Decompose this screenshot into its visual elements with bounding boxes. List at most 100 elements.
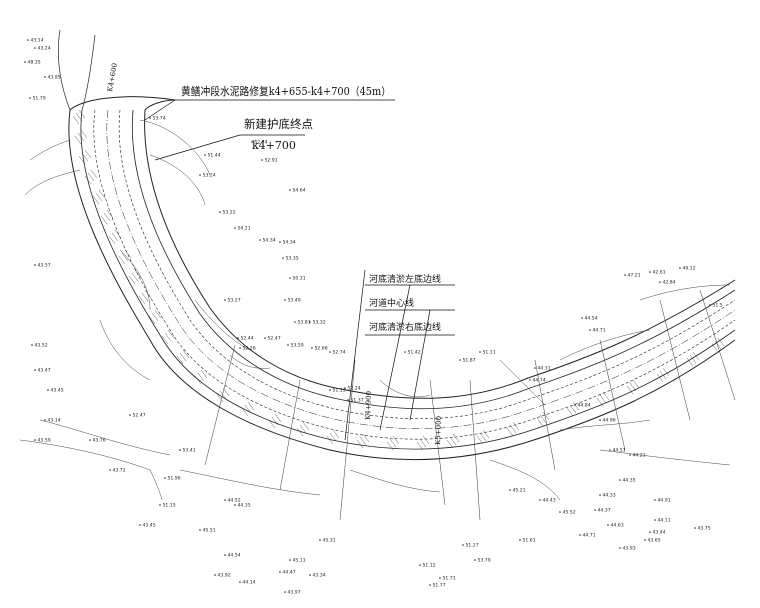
elevation-point-value: 52.24 <box>348 386 361 392</box>
elevation-point-marker <box>44 76 46 78</box>
hatch-mark <box>389 438 397 448</box>
hatch-mark <box>141 292 149 302</box>
hatch-mark <box>686 357 694 367</box>
hatch-mark <box>241 407 249 417</box>
elevation-point-marker <box>649 271 651 273</box>
elevation-point-marker <box>34 439 36 441</box>
hatch-mark <box>138 295 146 305</box>
hatch-mark <box>539 414 547 424</box>
elevation-point-value: 51.96 <box>168 476 181 482</box>
elevation-point-value: 51.87 <box>463 358 476 364</box>
hatch-mark <box>632 379 640 389</box>
hatch-mark <box>452 433 460 443</box>
legend-center-line: 河道中心线 <box>369 297 414 309</box>
elevation-point-value: 51.15 <box>163 503 176 509</box>
hatch-mark <box>572 401 580 411</box>
elevation-point-marker <box>34 369 36 371</box>
elevation-point-marker <box>539 499 541 501</box>
hatch-mark <box>92 195 100 205</box>
elevation-point-value: 43.47 <box>38 368 51 374</box>
elevation-point-value: 43.34 <box>313 573 326 579</box>
elevation-point-marker <box>607 524 609 526</box>
elevation-point-marker <box>311 347 313 349</box>
elevation-point-value: 43.14 <box>31 38 44 44</box>
elevation-point-marker <box>344 387 346 389</box>
elevation-point-marker <box>129 414 131 416</box>
elevation-point-value: 50.31 <box>293 276 306 282</box>
elevation-point-value: 43.97 <box>288 590 301 596</box>
river-bottom-right-line <box>118 109 736 420</box>
hatch-mark <box>392 435 400 445</box>
elevation-point-marker <box>654 519 656 521</box>
hatch-mark <box>626 385 634 395</box>
bank-line-outer-right <box>144 109 736 399</box>
elevation-point-marker <box>429 584 431 586</box>
elevation-point-marker <box>404 351 406 353</box>
elevation-point-value: 43.76 <box>93 438 106 444</box>
hatch-mark <box>271 416 279 426</box>
elevation-point-value: 43.92 <box>218 573 231 579</box>
elevation-point-value: 45.11 <box>293 558 306 564</box>
leader-lines <box>144 99 455 441</box>
hatch-mark <box>114 229 122 239</box>
elevation-point-marker <box>89 439 91 441</box>
elevation-point-marker <box>599 494 601 496</box>
elevation-point-value: 51.71 <box>443 576 456 582</box>
bank-line-left <box>80 109 736 450</box>
hatch-mark <box>111 232 119 242</box>
elevation-point-marker <box>309 574 311 576</box>
hatch-mark <box>596 397 604 407</box>
elevation-point-marker <box>329 351 331 353</box>
elevation-point-value: 45.31 <box>323 538 336 544</box>
elevation-point-value: 52.47 <box>133 413 146 419</box>
hatch-mark <box>512 421 520 431</box>
hatch-mark <box>446 439 454 449</box>
elevation-point-marker <box>709 304 711 306</box>
hatch-mark <box>326 435 334 445</box>
elevation-point-value: 44.74 <box>533 378 546 384</box>
hatch-mark <box>629 382 637 392</box>
hatch-mark <box>302 421 310 431</box>
hatch-mark <box>98 189 106 199</box>
elevation-point-marker <box>459 359 461 361</box>
hatch-mark <box>356 439 364 449</box>
elevation-point-marker <box>654 499 656 501</box>
elevation-point-marker <box>347 399 349 401</box>
elevation-point-value: 44.52 <box>228 498 241 504</box>
elevation-point-value: 52.44 <box>241 336 254 342</box>
elevation-point-value: 45.21 <box>513 488 526 494</box>
hatch-mark <box>87 172 95 182</box>
elevation-point-marker <box>224 554 226 556</box>
hatch-mark <box>536 417 544 427</box>
elevation-point-value: 43.95 <box>48 75 61 81</box>
elevation-point-marker <box>594 509 596 511</box>
hatch-mark <box>332 429 340 439</box>
elevation-point-marker <box>579 534 581 536</box>
elevation-point-marker <box>224 499 226 501</box>
elevation-point-marker <box>619 479 621 481</box>
elevation-point-marker <box>34 47 36 49</box>
elevation-point-value: 45.51 <box>203 528 216 534</box>
elevation-point-marker <box>599 419 601 421</box>
elevation-point-marker <box>289 277 291 279</box>
hatch-mark <box>602 391 610 401</box>
hatch-mark <box>299 424 307 434</box>
hatch-mark <box>542 411 550 421</box>
hatch-mark <box>72 115 80 125</box>
elevation-point-value: 44.14 <box>243 580 256 586</box>
elevation-point-marker <box>44 419 46 421</box>
hatch-mark <box>131 272 139 282</box>
hatch-mark <box>90 169 98 179</box>
elevation-point-value: 54.34 <box>283 240 296 246</box>
elevation-point-marker <box>581 317 583 319</box>
bank-line-right <box>131 109 736 410</box>
elevation-point-value: 42.61 <box>653 270 666 276</box>
elevation-point-value: 44.35 <box>623 478 636 484</box>
hatch-mark <box>182 349 190 359</box>
hatch-mark <box>80 129 88 139</box>
elevation-point-marker <box>462 544 464 546</box>
hatch-mark <box>124 249 132 259</box>
hatch-mark <box>509 424 517 434</box>
elevation-point-value: 53.81 <box>298 320 311 326</box>
hatch-mark <box>711 343 719 353</box>
